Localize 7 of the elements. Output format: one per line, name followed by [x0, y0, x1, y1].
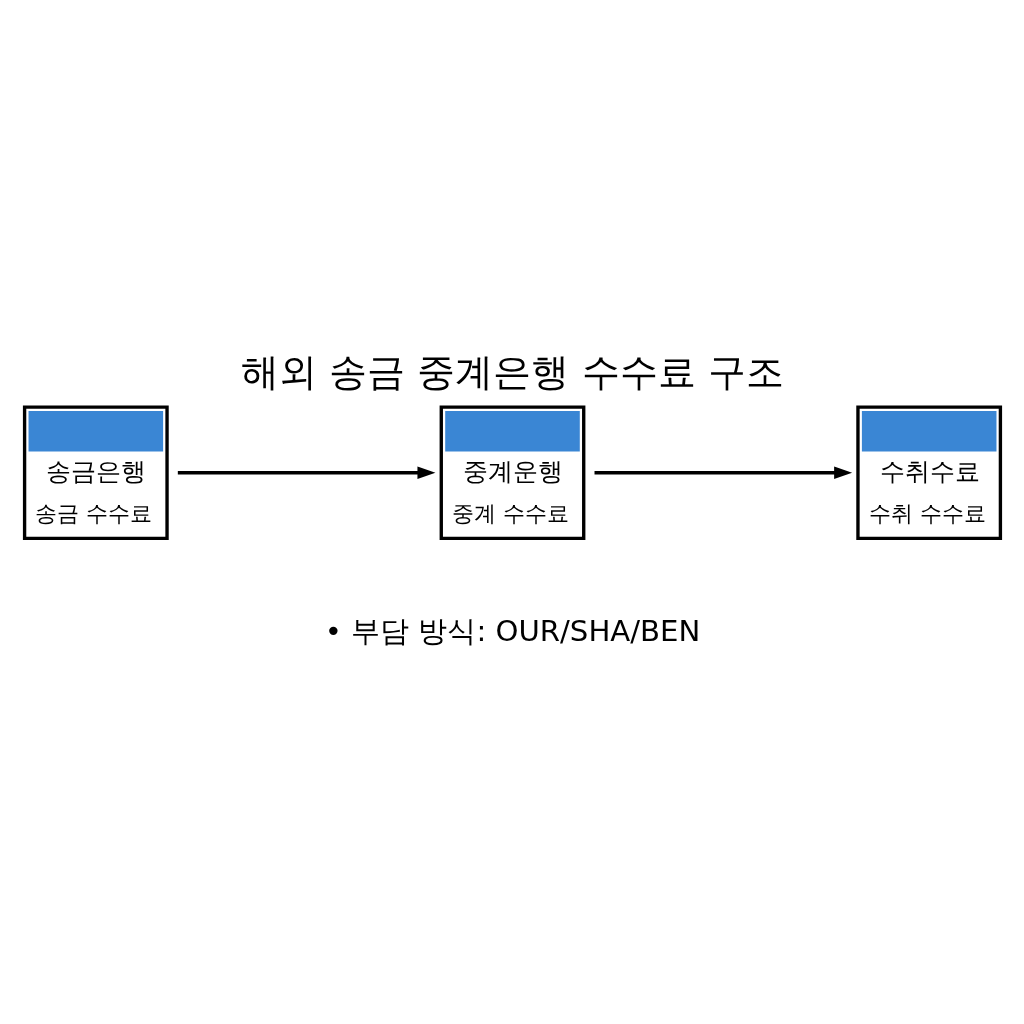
arrow — [594, 466, 852, 480]
label: • 부담 방식: OUR/SHA/BEN — [324, 614, 700, 649]
node-box: 수취수료 수취 수수료 — [855, 405, 1002, 541]
diagram-title: 해외 송금 중계은행 수수료 구조 — [240, 350, 784, 395]
node-box: 중계운행 중계 수수료 — [439, 405, 585, 541]
node-box: 송금은행 송금 수수료 — [22, 405, 169, 541]
arrow — [177, 466, 435, 480]
